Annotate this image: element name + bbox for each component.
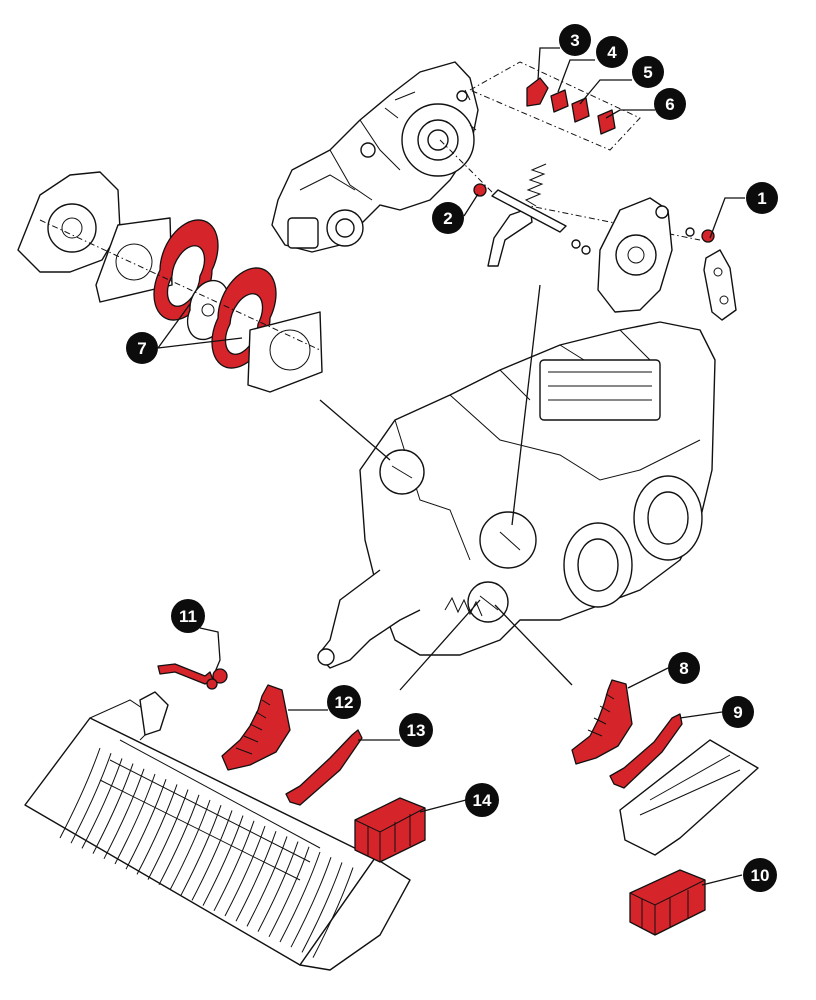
- svg-text:13: 13: [407, 721, 426, 740]
- svg-text:5: 5: [643, 63, 652, 82]
- chute-slot: [114, 773, 156, 865]
- pressure-plate: [247, 311, 323, 393]
- chute-slot: [169, 799, 211, 891]
- chute-slot: [312, 867, 354, 958]
- leader-left: [319, 399, 391, 461]
- chute-slot: [158, 794, 200, 886]
- svg-text:2: 2: [443, 209, 452, 228]
- chute-slot: [268, 846, 310, 938]
- svg-text:1: 1: [757, 189, 766, 208]
- callout-10[interactable]: 10: [743, 858, 777, 892]
- chute-slot: [246, 836, 288, 927]
- part-1-bushing: [701, 229, 715, 243]
- callout-4[interactable]: 4: [596, 36, 628, 68]
- clutch-axis: [39, 219, 321, 351]
- chute-slot: [59, 747, 101, 839]
- chute-slot: [92, 763, 134, 854]
- chute-assembly: [24, 691, 411, 971]
- part-2-bushing: [473, 183, 487, 197]
- svg-text:4: 4: [607, 43, 617, 62]
- callout-14[interactable]: 14: [465, 783, 499, 817]
- backing-plate: [95, 217, 173, 303]
- svg-text:3: 3: [570, 31, 579, 50]
- chute-slot: [257, 841, 299, 932]
- callout-8[interactable]: 8: [668, 652, 700, 684]
- callout-2[interactable]: 2: [432, 202, 464, 234]
- cam-disc-right: [597, 197, 673, 313]
- leader-gearbox: [511, 284, 541, 526]
- leader-4: [557, 59, 595, 93]
- chute-slot: [81, 758, 123, 849]
- chute-slot: [279, 851, 321, 943]
- part-11-cable: [157, 627, 228, 690]
- svg-text:12: 12: [335, 693, 354, 712]
- part-3-insert: [526, 77, 549, 107]
- callout-12[interactable]: 12: [327, 685, 361, 719]
- leader-7: [157, 303, 243, 349]
- leader-front: [399, 599, 481, 691]
- parts-kit-box-icon: [354, 797, 467, 863]
- lever-arm: [487, 207, 533, 267]
- callout-11[interactable]: 11: [171, 599, 205, 633]
- chute-slot: [301, 862, 343, 953]
- leader-1: [709, 197, 745, 239]
- leader-9: [679, 711, 723, 719]
- svg-text:8: 8: [679, 659, 688, 678]
- chute-slots: [59, 747, 354, 958]
- chute-slot: [290, 857, 332, 948]
- guard-plate: [619, 739, 759, 856]
- leader-2: [463, 193, 479, 217]
- part-5-insert: [571, 97, 590, 123]
- chute-slot: [180, 805, 222, 896]
- chute-slot: [224, 825, 266, 917]
- svg-text:11: 11: [179, 607, 197, 626]
- chute-slot: [103, 768, 145, 860]
- part-9-lever: [609, 713, 683, 789]
- callout-5[interactable]: 5: [632, 56, 664, 88]
- chute-slot: [136, 784, 178, 875]
- callout-3[interactable]: 3: [559, 24, 591, 56]
- callout-1[interactable]: 1: [746, 182, 778, 214]
- leader-right: [494, 604, 573, 686]
- chute-slot: [125, 779, 167, 870]
- svg-text:10: 10: [751, 866, 770, 885]
- baler-machine-icon: [317, 321, 716, 669]
- chute-slot: [147, 789, 189, 880]
- part-4-insert: [550, 89, 569, 113]
- svg-text:7: 7: [137, 339, 146, 358]
- kit-outline: [469, 61, 641, 151]
- chute-slot: [70, 753, 112, 844]
- chute-slot: [202, 815, 244, 906]
- spring: [524, 163, 547, 207]
- callout-13[interactable]: 13: [399, 713, 433, 747]
- leader-8: [627, 667, 669, 689]
- svg-text:6: 6: [665, 95, 674, 114]
- shaft: [491, 189, 567, 233]
- svg-text:9: 9: [733, 703, 742, 722]
- chute-slot: [235, 831, 277, 922]
- callout-9[interactable]: 9: [722, 696, 754, 728]
- parts-kit-box-icon-2: [629, 869, 743, 936]
- part-13-lever: [285, 729, 363, 806]
- svg-text:14: 14: [473, 791, 492, 810]
- callout-6[interactable]: 6: [654, 88, 686, 120]
- callout-7[interactable]: 7: [126, 332, 158, 364]
- chute-slot: [191, 810, 233, 901]
- hanger-bracket: [703, 249, 737, 321]
- leader-6: [605, 109, 655, 119]
- leader-3: [537, 47, 560, 81]
- left-housing: [17, 171, 121, 273]
- chute-slot: [213, 820, 255, 912]
- leader-5: [579, 79, 632, 105]
- gearbox-assembly-icon: [271, 61, 479, 253]
